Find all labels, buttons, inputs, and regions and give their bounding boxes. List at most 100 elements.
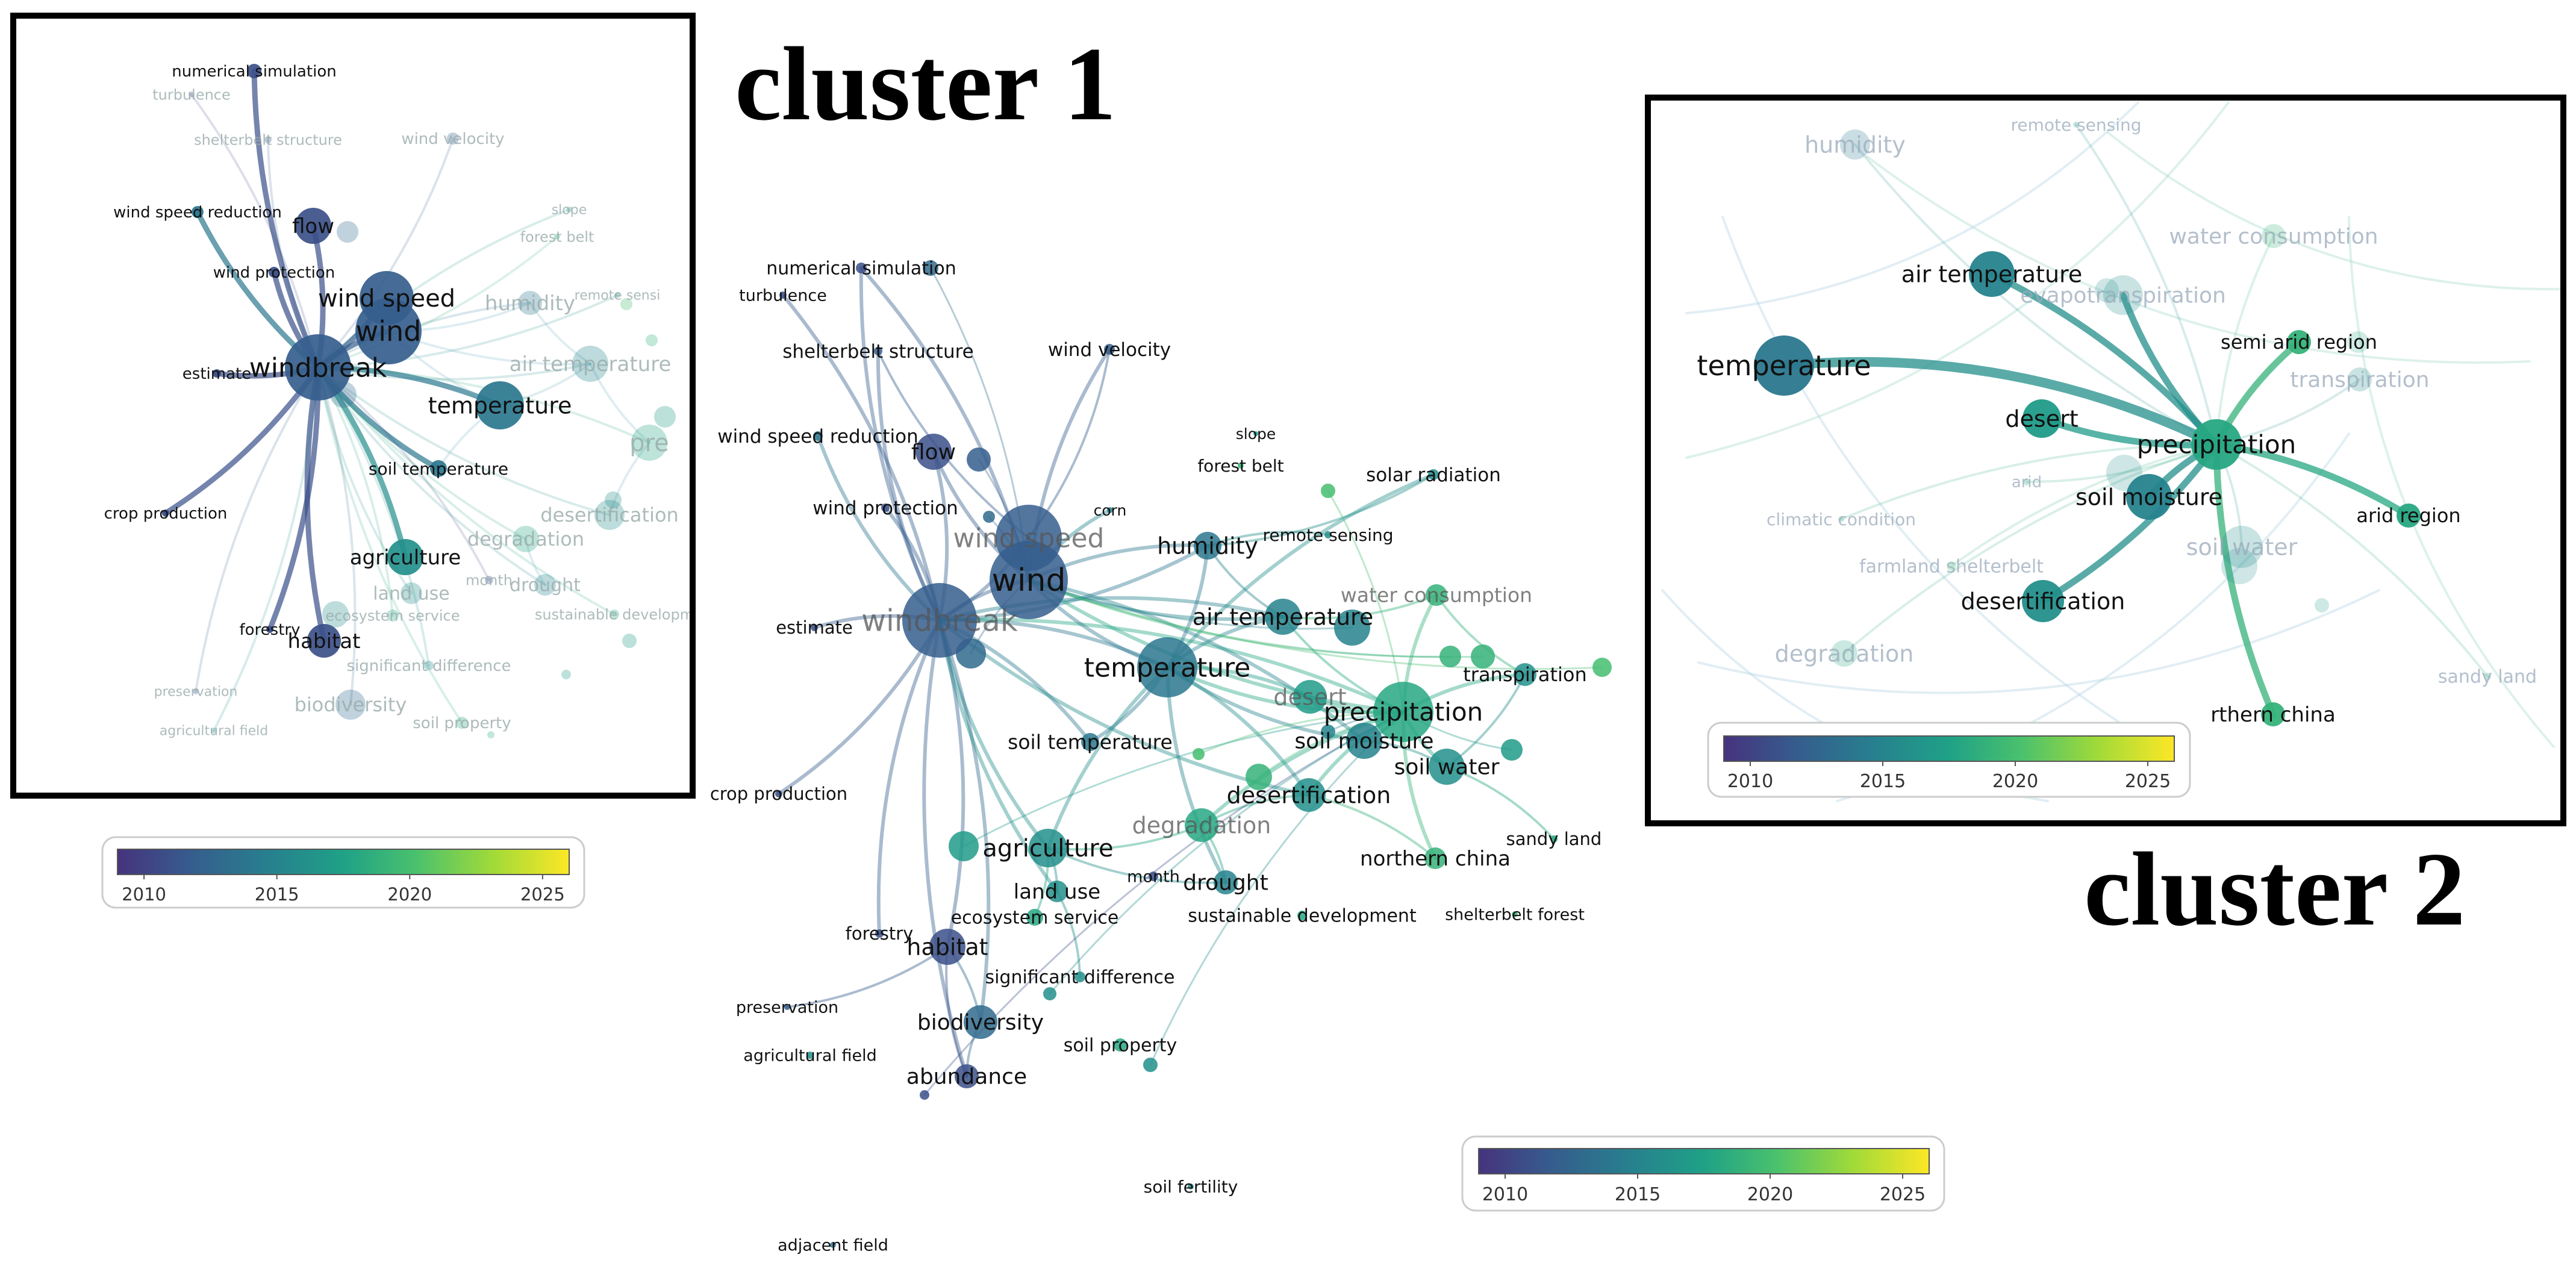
cluster2-link-desertification xyxy=(2039,441,2220,605)
node-unlabeled xyxy=(923,260,938,276)
cluster2-label-temperature: temperature xyxy=(1697,349,1871,382)
cluster1-label-slope: slope xyxy=(552,203,587,218)
link-windbreak-humidity xyxy=(938,544,1209,622)
cluster1-label-land-use: land use xyxy=(373,584,449,605)
node-degradation xyxy=(1185,808,1218,842)
cluster2-link-rthern-china xyxy=(2213,441,2277,718)
cluster1-label-estimate: estimate xyxy=(182,365,251,383)
label-habitat: habitat xyxy=(906,934,988,960)
cluster1-node-remote-sensi xyxy=(614,292,620,298)
link-windbreak-abundance xyxy=(922,619,968,1078)
label-humidity: humidity xyxy=(1157,532,1258,559)
node-precipitation xyxy=(1373,682,1433,742)
node-unlabeled xyxy=(1321,484,1335,498)
node-windbreak xyxy=(902,583,977,658)
cluster2-label-desertification: desertification xyxy=(1961,588,2125,614)
node-slope xyxy=(1253,431,1258,436)
node-ecosystem-service xyxy=(1026,909,1043,926)
cluster2-node-degradation xyxy=(1831,640,1857,667)
cluster1-label-habitat: habitat xyxy=(288,629,361,653)
link-windbreak-habitat xyxy=(938,619,965,949)
node-wind-velocity xyxy=(1104,344,1115,355)
cluster1-node-wind xyxy=(355,298,422,364)
cluster1-link-sustainable-developm xyxy=(317,366,616,616)
cluster1-node-land-use xyxy=(401,582,422,604)
cluster2-node-transpiration xyxy=(2348,367,2372,391)
cluster1-label-flow: flow xyxy=(292,214,334,239)
label-windbreak: windbreak xyxy=(861,603,1018,638)
cluster1-node-wind-protection xyxy=(269,267,279,278)
node-water-consumption xyxy=(1426,584,1447,606)
cluster1-label-agriculture: agriculture xyxy=(350,546,461,570)
cluster1-link-month xyxy=(317,366,490,581)
cluster1-node-unlabeled xyxy=(322,601,349,628)
cluster2-link-sandy-land xyxy=(2215,443,2489,678)
cluster1-label-forestry: forestry xyxy=(240,621,301,639)
link-extra xyxy=(1327,490,1405,713)
cluster1-link-degradation xyxy=(317,366,527,540)
cluster1-link-forest-belt xyxy=(317,235,558,369)
cluster1-link-bg xyxy=(529,302,591,365)
cluster2-node-arid-region xyxy=(2397,504,2421,528)
node-unlabeled xyxy=(1193,748,1205,760)
cluster2-link-bg xyxy=(1866,155,2531,364)
cluster2-link-degradation xyxy=(1843,443,2218,655)
node-unlabeled xyxy=(920,1090,929,1100)
cluster2-node-desert xyxy=(2022,399,2061,438)
cluster2-nodes xyxy=(1754,122,2491,726)
node-shelterbelt-forest xyxy=(1512,911,1518,917)
link-extra xyxy=(1028,579,1452,658)
cluster2-link-water-consumption xyxy=(2215,235,2275,446)
node-forest-belt xyxy=(1238,463,1244,469)
cluster1-node-agricultural-field xyxy=(211,728,217,734)
cluster1-frame xyxy=(10,13,696,799)
cluster1-label-desertification: desertification xyxy=(540,504,679,526)
cluster1-label-remote-sensi: remote sensi xyxy=(575,288,661,304)
label-forest-belt: forest belt xyxy=(1197,456,1283,476)
label-wind-speed-reduction: wind speed reduction xyxy=(717,426,918,447)
cluster2-label-remote-sensing: remote sensing xyxy=(2010,115,2141,135)
colorbar-tick-2010: 2010 xyxy=(1482,1184,1528,1205)
colorbar-tick-2020: 2020 xyxy=(387,884,432,905)
colorbar-gradient xyxy=(1478,1148,1930,1174)
cluster1-label-ecosystem-service: ecosystem service xyxy=(325,607,460,624)
cluster2-label-arid: arid xyxy=(2012,473,2042,491)
cluster2-link-arid-region xyxy=(2213,441,2412,519)
node-adjacent-field xyxy=(830,1242,836,1248)
label-shelterbelt-structure: shelterbelt structure xyxy=(782,341,974,363)
cluster1-label-wind-speed: wind speed xyxy=(318,285,455,313)
cluster2-label-farmland-shelterbelt: farmland shelterbelt xyxy=(1859,557,2044,578)
label-desertification: desertification xyxy=(1227,782,1391,808)
node-unlabeled xyxy=(1501,739,1523,761)
link-windbreak-turbulence xyxy=(781,293,941,622)
node-humidity xyxy=(1194,532,1221,560)
cluster1-link-drought xyxy=(317,366,546,586)
label-northern-china: northern china xyxy=(1360,847,1511,871)
cluster1-link-bg xyxy=(525,538,546,586)
cluster2-link-remote-sensing xyxy=(2075,123,2218,446)
label-transpiration: transpiration xyxy=(1463,663,1587,686)
cluster1-label-air-temperature: air temperature xyxy=(510,352,672,376)
cluster1-node-humidity xyxy=(518,291,542,315)
cluster1-node-sustainable-developm xyxy=(610,610,619,619)
cluster1-node-month xyxy=(485,576,493,584)
cluster1-node-unlabeled xyxy=(646,334,658,346)
node-wind-speed-reduction xyxy=(813,431,823,441)
cluster2-link-humidity xyxy=(1854,143,2218,446)
cluster1-label-sustainable-developm: sustainable developm xyxy=(535,606,694,623)
link-windbreak-shelterbelt-structure xyxy=(876,349,941,622)
colorbar-tick-2020: 2020 xyxy=(1747,1184,1793,1205)
label-month: month xyxy=(1127,867,1180,886)
cluster1-label-biodiversity: biodiversity xyxy=(295,693,407,716)
label-shelterbelt-forest: shelterbelt forest xyxy=(1445,905,1585,924)
colorbar-gradient xyxy=(1723,735,2175,762)
cluster1-label-numerical-simulation: numerical simulation xyxy=(172,63,336,81)
label-estimate: estimate xyxy=(776,617,853,638)
node-wind-protection xyxy=(881,504,890,512)
cluster2-node-air-temperature xyxy=(1969,251,2015,297)
cluster1-node-numerical-simulation xyxy=(247,64,261,78)
node-biodiversity xyxy=(964,1005,997,1039)
cluster1-link-ecosystem-service xyxy=(317,366,394,617)
